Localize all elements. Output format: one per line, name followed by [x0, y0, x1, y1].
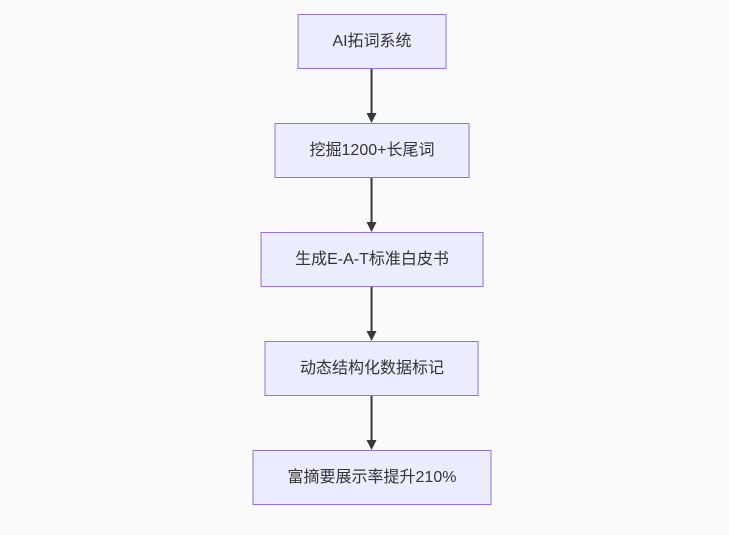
flowchart-node-5: 富摘要展示率提升210% [252, 450, 492, 505]
node-1-label: AI拓词系统 [332, 32, 412, 50]
flowchart-node-1: AI拓词系统 [297, 14, 447, 69]
node-5-label: 富摘要展示率提升210% [287, 468, 457, 486]
arrowhead-down-icon [367, 331, 377, 341]
flowchart-node-3: 生成E-A-T标准白皮书 [260, 232, 484, 287]
flowchart-edge-4 [367, 396, 377, 450]
flowchart-column: AI拓词系统 挖掘1200+长尾词 生成E-A-T标准白皮书 动态结构化数据标记 [252, 14, 492, 505]
arrowhead-down-icon [367, 440, 377, 450]
arrowhead-down-icon [367, 222, 377, 232]
flowchart-edge-1 [367, 69, 377, 123]
edge-line [371, 287, 373, 331]
flowchart-node-2: 挖掘1200+长尾词 [274, 123, 470, 178]
flowchart-edge-2 [367, 178, 377, 232]
edge-line [371, 69, 373, 113]
flowchart-node-4: 动态结构化数据标记 [264, 341, 479, 396]
flowchart-edge-3 [367, 287, 377, 341]
node-2-label: 挖掘1200+长尾词 [309, 141, 435, 159]
node-4-label: 动态结构化数据标记 [299, 359, 444, 377]
edge-line [371, 396, 373, 440]
node-3-label: 生成E-A-T标准白皮书 [295, 250, 449, 268]
edge-line [371, 178, 373, 222]
arrowhead-down-icon [367, 113, 377, 123]
